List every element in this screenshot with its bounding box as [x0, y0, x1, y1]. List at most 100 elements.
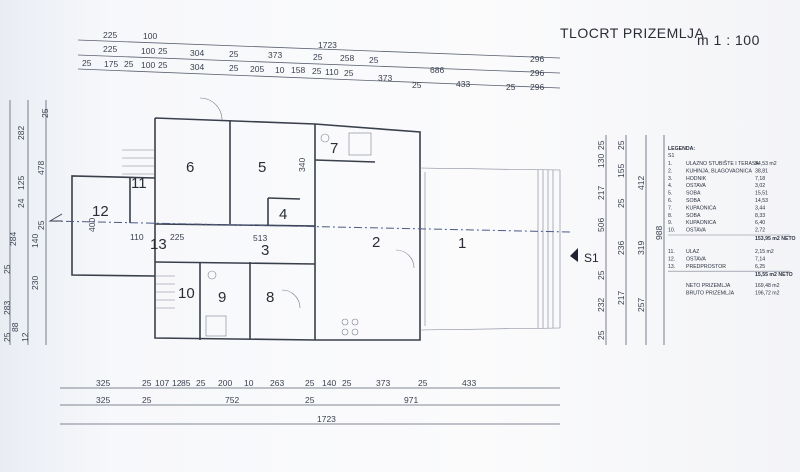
toilet-fixture — [207, 270, 217, 280]
bottom-dim-label: 25 — [342, 378, 352, 388]
right-dimension-lines: 25 130 25 217 412 506 155 25 236 319 988… — [596, 135, 665, 345]
plan-scale: m 1 : 100 — [697, 32, 760, 48]
top-dim-label: 1723 — [318, 40, 337, 50]
bottom-dim-label: 85 — [181, 378, 191, 388]
bottom-dim-label: 325 — [96, 378, 110, 388]
bottom-dim-label: 25 — [142, 395, 152, 405]
right-dim-label: 232 — [596, 298, 606, 312]
legend-item-area: 3,02 — [755, 183, 765, 189]
top-dim-label: 25 — [158, 46, 168, 56]
room-labels: 1 2 3 4 5 6 7 8 9 10 11 12 13 — [92, 140, 466, 306]
right-dim-label: 130 — [596, 154, 606, 168]
top-dim-label: 296 — [530, 82, 544, 92]
legend-item-name: KUHINJA, BLAGOVAONICA — [686, 168, 752, 174]
stair-right — [419, 167, 561, 331]
legend-item-name: SOBA — [686, 198, 701, 204]
legend-neto-label: NETO PRIZEMLJA — [686, 283, 731, 289]
bottom-dim-label: 25 — [142, 378, 152, 388]
top-dim-label: 100 — [143, 31, 157, 41]
door-swing — [281, 289, 301, 309]
legend-item-name: KUPAONICA — [686, 220, 717, 226]
bottom-dim-label: 263 — [270, 378, 284, 388]
bottom-dim-label: 373 — [376, 378, 390, 388]
left-dim-label: 24 — [16, 198, 26, 208]
left-dim-label: 88 — [10, 322, 20, 332]
left-dim-label: 283 — [2, 301, 12, 315]
room-12-label: 12 — [92, 203, 109, 220]
legend-item-number: 11. — [668, 249, 675, 255]
legend-item-number: 10. — [668, 228, 675, 234]
right-dim-label: 988 — [654, 226, 664, 240]
top-dim-label: 225 — [103, 30, 117, 40]
legend-item-number: 7. — [668, 205, 672, 211]
door-swing — [395, 249, 415, 269]
top-dim-label: 25 — [82, 58, 92, 68]
left-dim-label: 125 — [16, 176, 26, 190]
bottom-dim-label: 25 — [196, 378, 206, 388]
room-9-label: 9 — [218, 289, 226, 306]
top-dim-label: 686 — [430, 65, 444, 75]
left-dim-label: 25 — [40, 108, 50, 118]
top-dim-label: 25 — [344, 68, 354, 78]
legend-item-area: 2,15 m2 — [755, 249, 774, 255]
top-dim-label: 25 — [158, 60, 168, 70]
top-dim-label: 433 — [456, 79, 470, 89]
room-2-label: 2 — [372, 234, 380, 251]
top-dim-label: 100 — [141, 46, 155, 56]
left-dim-label: 140 — [30, 234, 40, 248]
legend-item-area: 7,14 — [755, 256, 765, 262]
legend-item-number: 1. — [668, 161, 672, 167]
top-dim-label: 373 — [268, 50, 282, 60]
bottom-dim-label: 325 — [96, 395, 110, 405]
right-dim-label: 25 — [596, 270, 606, 280]
legend-group-label: S1 — [668, 153, 674, 159]
room-5-label: 5 — [258, 159, 266, 176]
bottom-dim-label: 25 — [305, 378, 315, 388]
section-line — [49, 220, 571, 233]
bottom-dim-label: 752 — [225, 395, 239, 405]
stove-burner — [351, 328, 359, 336]
room-7-label: 7 — [330, 140, 338, 157]
room-13-label: 13 — [150, 236, 167, 253]
top-dim-label: 225 — [103, 44, 117, 54]
right-dim-label: 25 — [596, 330, 606, 340]
room-6-label: 6 — [186, 159, 194, 176]
legend-item-number: 12. — [668, 256, 675, 262]
right-dim-label: 412 — [636, 176, 646, 190]
legend-subtotal: 15,55 m2 NETO — [755, 272, 793, 278]
left-dimension-lines: 25 282 478 125 24 25 284 140 25 230 283 … — [2, 100, 50, 345]
stove-burner — [351, 318, 359, 326]
stove-burner — [341, 328, 349, 336]
top-dim-label: 25 — [313, 52, 323, 62]
right-dim-label: 506 — [596, 218, 606, 232]
top-dim-label: 25 — [124, 59, 134, 69]
stove-burner — [341, 318, 349, 326]
top-dim-label: 25 — [312, 66, 322, 76]
legend-item-area: 38,81 — [755, 168, 768, 174]
right-dim-label: 25 — [596, 140, 606, 150]
top-dim-label: 304 — [190, 48, 204, 58]
top-dim-label: 296 — [530, 68, 544, 78]
left-dim-label: 25 — [2, 332, 12, 342]
top-dimension-lines: 225 100 1723 296 225 100 25 304 25 373 2… — [77, 30, 561, 92]
legend-item-number: 4. — [668, 183, 672, 189]
legend-bruto-value: 196,72 m2 — [755, 291, 780, 297]
top-dim-label: 25 — [229, 49, 239, 59]
legend-item-number: 5. — [668, 191, 672, 197]
kitchen-sink-fixture — [348, 132, 372, 156]
left-dim-label: 12 — [20, 332, 30, 342]
legend-item-name: PREDPROSTOR — [686, 264, 726, 270]
inner-dim-label: 400 — [87, 218, 97, 232]
section-mark: S1 — [584, 251, 599, 265]
plan-title: TLOCRT PRIZEMLJA — [560, 25, 705, 41]
bottom-dimension-lines: 325 25 107 12 85 25 200 10 263 25 140 25… — [60, 378, 560, 425]
room-1-label: 1 — [458, 235, 466, 252]
inner-dim-label: 225 — [170, 232, 184, 242]
legend-item-area: 3,44 — [755, 205, 765, 211]
section-arrow-right — [570, 248, 578, 262]
legend-item-name: ULAZNO STUBIŠTE I TERASA — [686, 160, 759, 167]
toilet-fixture — [320, 133, 330, 143]
bottom-dim-label: 25 — [305, 395, 315, 405]
